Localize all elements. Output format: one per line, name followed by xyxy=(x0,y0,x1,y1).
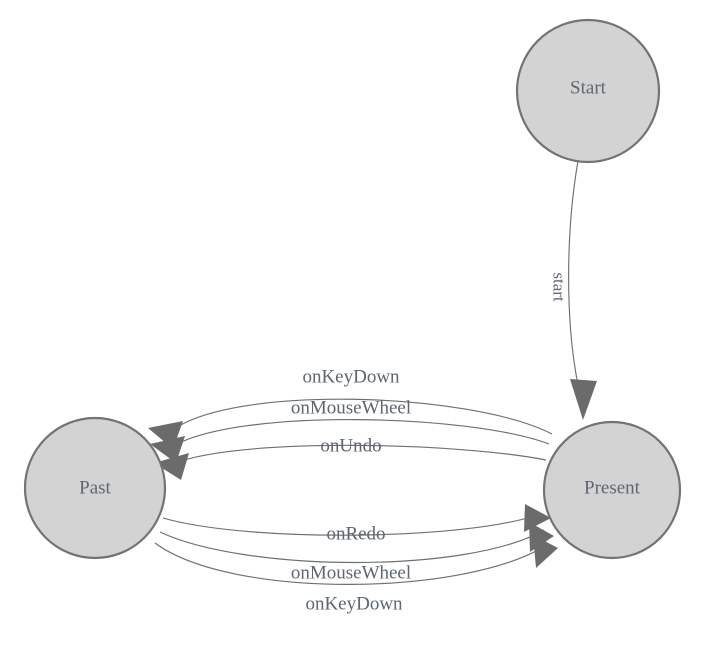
edge-label-start: start xyxy=(550,272,569,302)
edge-path-present-past-onundo xyxy=(174,444,547,464)
arrowhead-present-past-onundo xyxy=(154,453,189,480)
edge-present-to-past-onmousewheel[interactable] xyxy=(150,419,550,463)
edge-start-to-present[interactable] xyxy=(568,160,597,420)
node-past-label: Past xyxy=(79,478,111,499)
node-present-label: Present xyxy=(584,478,641,499)
edge-path-past-present-onmousewheel xyxy=(159,529,545,564)
edge-path-present-past-onmousewheel xyxy=(171,419,550,448)
edge-label-past-present-onmousewheel: onMouseWheel xyxy=(291,563,411,584)
edge-past-to-present-onkeydown[interactable] xyxy=(154,535,558,585)
node-start-circle xyxy=(515,18,661,164)
node-start-label: Start xyxy=(570,78,607,99)
arrowhead-past-present-onkeydown xyxy=(533,535,558,568)
edge-path-start-present xyxy=(568,160,579,386)
node-start[interactable]: Start xyxy=(515,18,661,164)
arrowhead-present-past-onmousewheel xyxy=(150,436,185,463)
edge-path-past-present-onkeydown xyxy=(154,542,549,585)
edge-label-present-past-onundo: onUndo xyxy=(320,436,381,457)
arrowhead-start-present xyxy=(570,379,597,420)
edge-label-past-present-onkeydown: onKeyDown xyxy=(305,594,403,615)
node-present-circle xyxy=(542,420,682,560)
node-past[interactable]: Past xyxy=(23,416,167,560)
edge-label-present-past-onmousewheel: onMouseWheel xyxy=(291,398,411,419)
edge-path-past-present-onredo xyxy=(162,513,541,536)
node-past-circle xyxy=(23,416,167,560)
edge-path-present-past-onkeydown xyxy=(169,398,553,435)
edge-present-to-past-onundo[interactable] xyxy=(154,444,547,480)
edge-label-past-present-onredo: onRedo xyxy=(326,524,385,545)
node-present[interactable]: Present xyxy=(542,420,682,560)
edge-label-present-past-onkeydown: onKeyDown xyxy=(302,367,400,388)
